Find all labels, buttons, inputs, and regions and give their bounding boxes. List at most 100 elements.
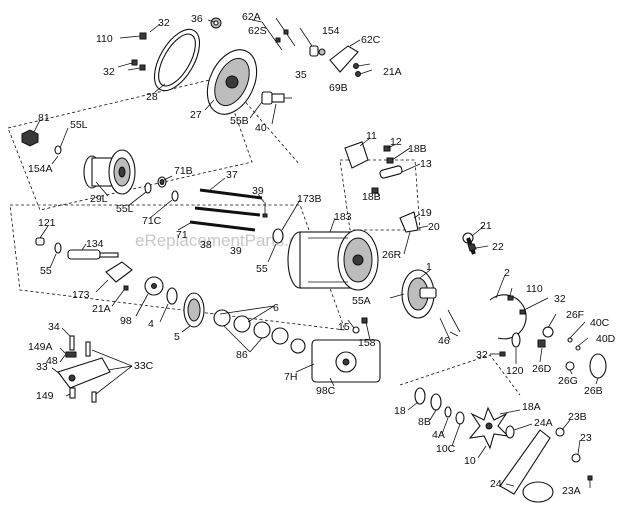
washer-55L-right — [144, 182, 152, 194]
clips-40C-40D — [567, 337, 581, 351]
clamp-33 — [57, 357, 111, 389]
rods-37-38 — [189, 188, 263, 232]
label-69B: 69B — [329, 82, 348, 94]
label-55: 55 — [256, 263, 268, 275]
label-110: 110 — [526, 283, 543, 295]
washer-23 — [571, 453, 581, 463]
label-55A: 55A — [352, 295, 371, 307]
label-62A: 62A — [242, 11, 261, 23]
screw-110 — [119, 32, 147, 40]
label-21A: 21A — [92, 303, 111, 315]
label-2: 2 — [504, 267, 510, 279]
plate-69B — [329, 45, 359, 73]
drag-washers-86 — [213, 309, 306, 354]
label-35: 35 — [295, 69, 307, 81]
label-71B: 71B — [174, 165, 193, 177]
plate-173 — [105, 261, 133, 283]
label-149A: 149A — [28, 341, 53, 353]
clip-15-158 — [352, 317, 368, 334]
screw-23A — [587, 475, 593, 481]
washer-26F — [542, 326, 554, 338]
label-21: 21 — [480, 220, 492, 232]
label-13: 13 — [420, 158, 432, 170]
pins-39 — [262, 202, 268, 218]
bearing-set-98C — [311, 339, 381, 383]
bearing-26G — [565, 361, 575, 371]
side-plate-cover — [153, 28, 201, 92]
nut-10C — [455, 411, 465, 425]
nut-81 — [21, 129, 39, 147]
label-55L: 55L — [70, 119, 88, 131]
washer-55-left — [54, 242, 62, 254]
label-24: 24 — [490, 478, 502, 490]
label-40D: 40D — [596, 333, 616, 345]
label-40C: 40C — [590, 317, 610, 329]
label-18A: 18A — [522, 401, 541, 413]
label-18: 18 — [394, 405, 406, 417]
label-26G: 26G — [558, 375, 578, 387]
label-71C: 71C — [142, 215, 162, 227]
label-15: 15 — [338, 321, 350, 333]
washer-24A — [505, 425, 515, 439]
label-24A: 24A — [534, 417, 553, 429]
label-36: 36 — [191, 13, 203, 25]
label-26D: 26D — [532, 363, 552, 375]
label-21A: 21A — [383, 66, 402, 78]
label-55: 55 — [40, 265, 52, 277]
label-18B: 18B — [362, 191, 381, 203]
label-10C: 10C — [436, 443, 456, 455]
nuts-149A — [65, 351, 77, 358]
cap-26B — [589, 353, 607, 379]
spring-ring-2 — [489, 294, 527, 340]
screws-46 — [439, 309, 461, 341]
label-38: 38 — [200, 239, 212, 251]
screw-110-right — [507, 295, 514, 301]
label-33: 33 — [36, 361, 48, 373]
label-23B: 23B — [568, 411, 587, 423]
label-34: 34 — [48, 321, 60, 333]
label-23: 23 — [580, 432, 592, 444]
washer-4 — [166, 287, 178, 305]
label-5: 5 — [174, 331, 180, 343]
label-158: 158 — [358, 337, 376, 349]
bearing-120 — [511, 332, 521, 348]
label-86: 86 — [236, 349, 248, 361]
washer-18 — [414, 387, 426, 405]
label-12: 12 — [390, 136, 402, 148]
screws-21A-top — [353, 63, 373, 77]
label-7H: 7H — [284, 371, 297, 383]
label-62C: 62C — [361, 34, 381, 46]
bolt-34 — [69, 335, 75, 351]
label-22: 22 — [492, 241, 504, 253]
label-26B: 26B — [584, 385, 603, 397]
assembly-guide-lines — [7, 76, 521, 396]
label-149: 149 — [36, 390, 54, 402]
label-39: 39 — [230, 245, 242, 257]
label-40: 40 — [255, 122, 267, 134]
label-26F: 26F — [566, 309, 584, 321]
screws-33C — [85, 341, 97, 403]
label-46: 46 — [438, 335, 450, 347]
label-48: 48 — [46, 355, 58, 367]
label-33C: 33C — [134, 360, 154, 372]
nut-26D — [537, 339, 546, 348]
clicker-plate-11 — [344, 141, 369, 169]
label-29L: 29L — [90, 193, 108, 205]
label-154: 154 — [322, 25, 340, 37]
part-labels: 110 32 32 28 36 62A 62S 27 55B 40 154 35… — [28, 11, 616, 497]
washer-8B — [430, 393, 442, 411]
pin-13 — [379, 165, 403, 179]
handle-arm-24 — [499, 429, 554, 503]
screw-22 — [467, 243, 477, 252]
springs-12-18B — [371, 145, 394, 194]
pinion-5 — [183, 292, 205, 328]
label-173B: 173B — [297, 193, 322, 205]
washer-173B — [272, 228, 284, 244]
nut-149 — [69, 387, 76, 399]
label-19: 19 — [420, 207, 432, 219]
label-32: 32 — [158, 17, 170, 29]
label-98C: 98C — [316, 385, 336, 397]
reel-frame-183 — [287, 229, 379, 291]
side-plate-27 — [206, 49, 258, 115]
